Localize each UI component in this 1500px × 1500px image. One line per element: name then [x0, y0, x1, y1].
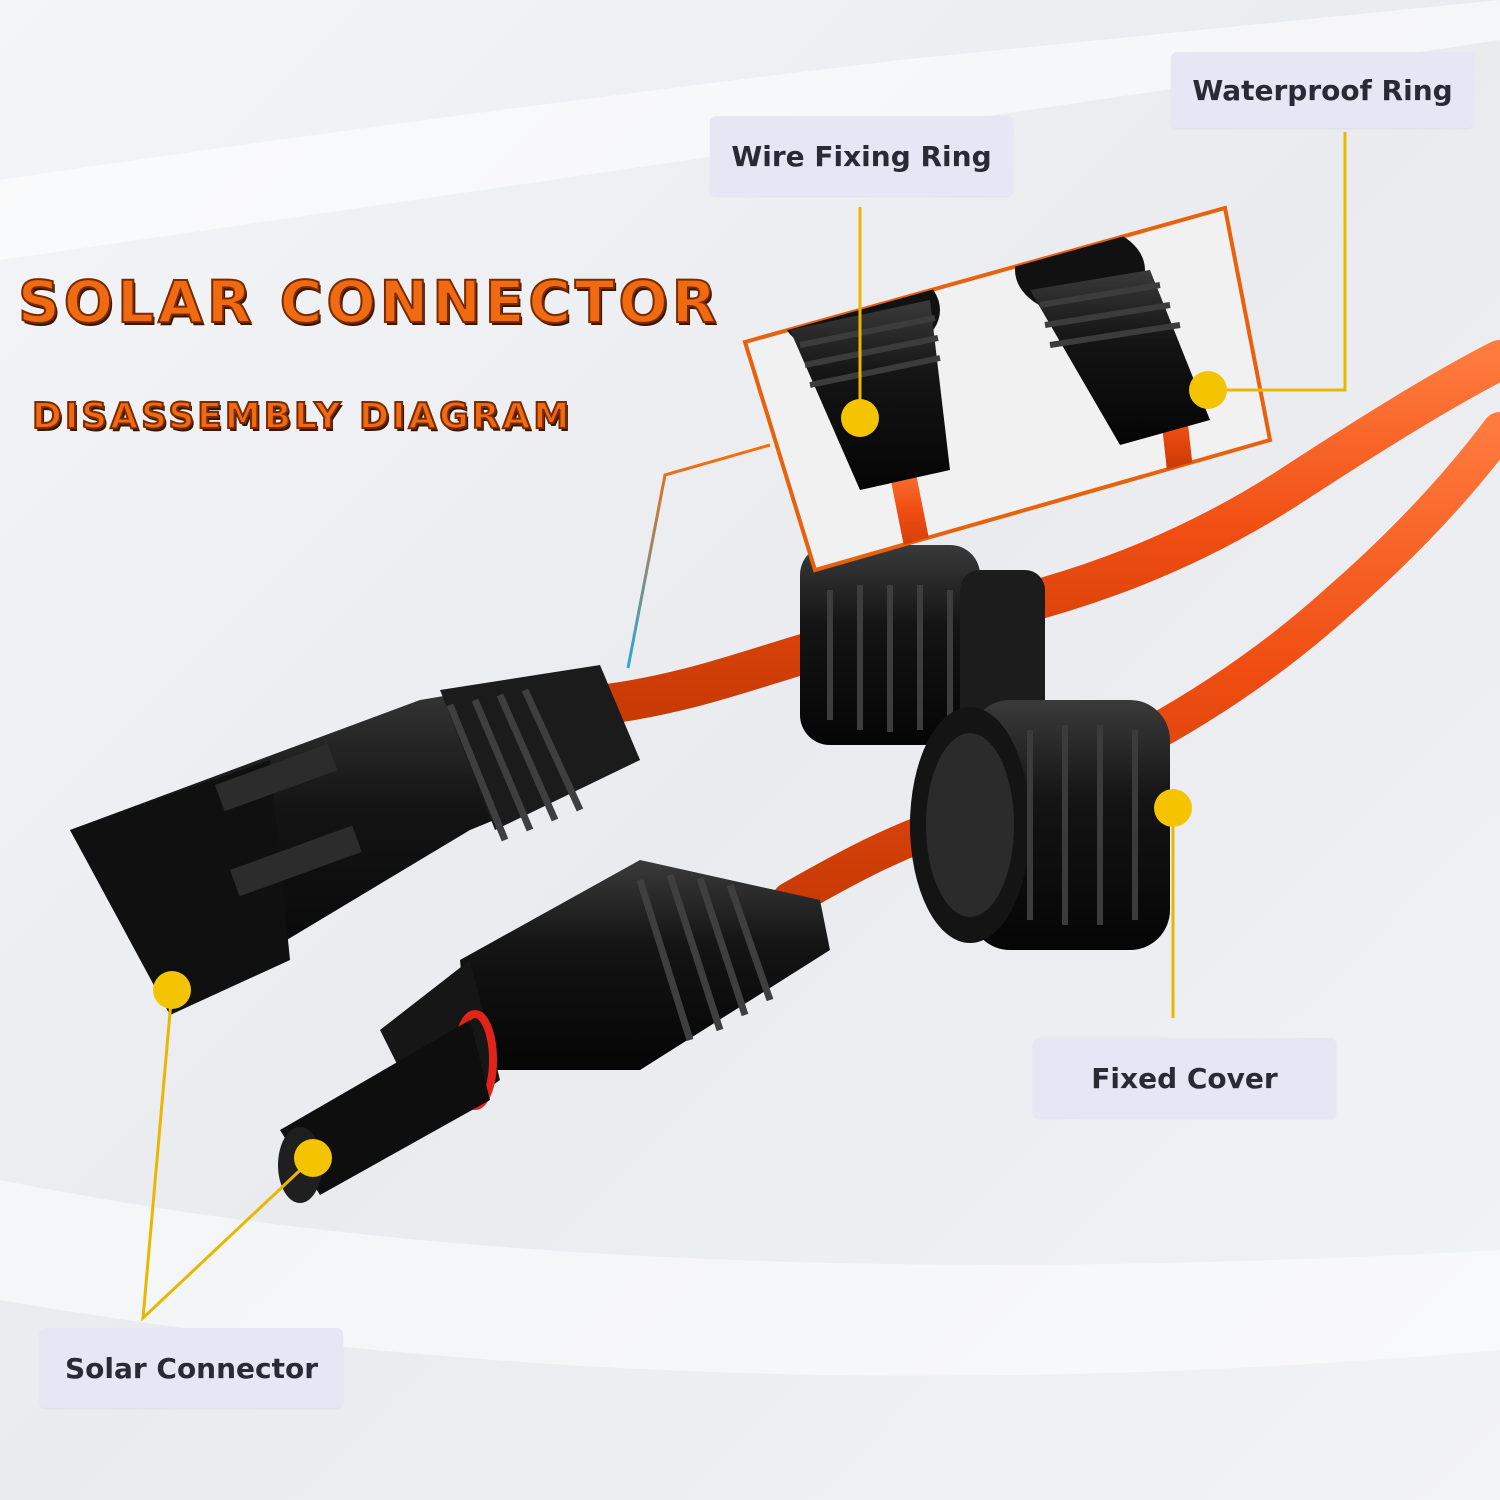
wire-fixing-ring-nut — [800, 545, 1045, 745]
inset-leader-line — [626, 443, 771, 669]
dot-wire-fixing-ring — [841, 399, 879, 437]
dot-male-connector — [294, 1139, 332, 1177]
cable-lower — [772, 412, 1500, 918]
male-connector — [278, 860, 830, 1203]
diagram-subtitle: DISASSEMBLY DIAGRAM — [31, 395, 573, 438]
fixed-cover-nut — [910, 700, 1170, 950]
label-solar-connector: Solar Connector — [40, 1328, 343, 1408]
diagram-title: SOLAR CONNECTOR — [17, 267, 721, 337]
label-waterproof-ring: Waterproof Ring — [1171, 52, 1474, 128]
dot-female-connector — [153, 971, 191, 1009]
label-wire-fixing-ring: Wire Fixing Ring — [710, 116, 1013, 196]
cable-upper — [580, 340, 1500, 725]
callout-dots — [153, 371, 1227, 1177]
zoom-inset-panel — [742, 205, 1273, 573]
female-connector — [70, 665, 640, 1015]
callout-lines — [141, 132, 1347, 1322]
dot-fixed-cover — [1154, 789, 1192, 827]
dot-waterproof-ring — [1189, 371, 1227, 409]
label-fixed-cover: Fixed Cover — [1033, 1038, 1336, 1118]
